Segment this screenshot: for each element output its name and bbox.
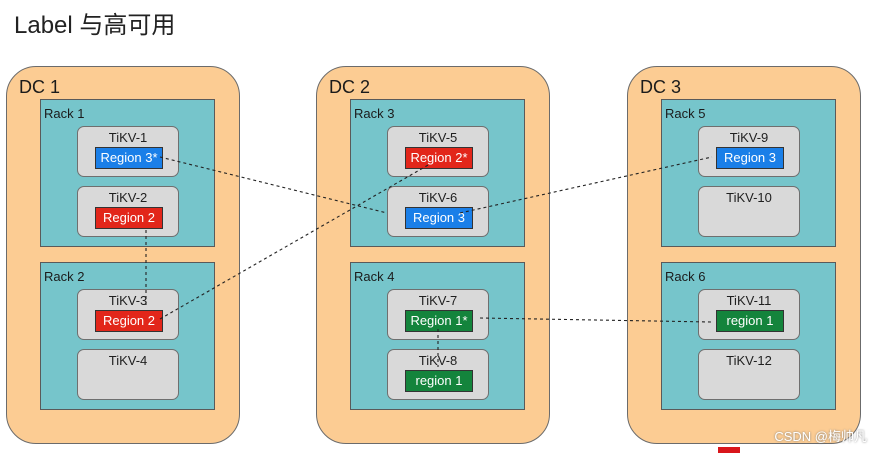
region-box: Region 1* [405, 310, 473, 332]
tikv-5: TiKV-5 Region 2* [387, 126, 489, 177]
region-box: Region 3* [95, 147, 163, 169]
tikv-3: TiKV-3 Region 2 [77, 289, 179, 340]
tikv-label: TiKV-12 [726, 353, 772, 368]
page-title: Label 与高可用 [14, 12, 176, 39]
region-box: Region 2* [405, 147, 473, 169]
rack-label: Rack 3 [354, 106, 395, 121]
tikv-label: TiKV-3 [108, 293, 148, 308]
rack-2: Rack 2 TiKV-3 Region 2 TiKV-4 [40, 262, 215, 410]
tikv-label: TiKV-9 [729, 130, 769, 145]
dc-3: DC 3 Rack 5 TiKV-9 Region 3 TiKV-10 Rack… [627, 66, 861, 444]
dc-label: DC 2 [329, 77, 371, 97]
region-box: Region 3 [405, 207, 473, 229]
tikv-10: TiKV-10 [698, 186, 800, 237]
rack-3: Rack 3 TiKV-5 Region 2* TiKV-6 Region 3 [350, 99, 525, 247]
corner-mark [718, 447, 740, 453]
rack-6: Rack 6 TiKV-11 region 1 TiKV-12 [661, 262, 836, 410]
tikv-8: TiKV-8 region 1 [387, 349, 489, 400]
tikv-label: TiKV-1 [108, 130, 148, 145]
rack-label: Rack 2 [44, 269, 85, 284]
rack-label: Rack 6 [665, 269, 706, 284]
tikv-9: TiKV-9 Region 3 [698, 126, 800, 177]
rack-1: Rack 1 TiKV-1 Region 3* TiKV-2 Region 2 [40, 99, 215, 247]
dc-2: DC 2 Rack 3 TiKV-5 Region 2* TiKV-6 Regi… [316, 66, 550, 444]
rack-5: Rack 5 TiKV-9 Region 3 TiKV-10 [661, 99, 836, 247]
tikv-label: TiKV-11 [726, 293, 772, 308]
tikv-label: TiKV-8 [418, 353, 458, 368]
tikv-4: TiKV-4 [77, 349, 179, 400]
rack-label: Rack 4 [354, 269, 395, 284]
tikv-label: TiKV-6 [418, 190, 458, 205]
tikv-label: TiKV-4 [108, 353, 148, 368]
dc-label: DC 3 [640, 77, 682, 97]
region-box: Region 2 [95, 207, 163, 229]
tikv-12: TiKV-12 [698, 349, 800, 400]
rack-label: Rack 1 [44, 106, 85, 121]
region-box: Region 3 [716, 147, 784, 169]
rack-4: Rack 4 TiKV-7 Region 1* TiKV-8 region 1 [350, 262, 525, 410]
dc-label: DC 1 [19, 77, 61, 97]
region-box: region 1 [716, 310, 784, 332]
tikv-label: TiKV-7 [418, 293, 458, 308]
dc-1: DC 1 Rack 1 TiKV-1 Region 3* TiKV-2 Regi… [6, 66, 240, 444]
tikv-1: TiKV-1 Region 3* [77, 126, 179, 177]
watermark: CSDN @梅帅凡 [774, 429, 867, 444]
tikv-label: TiKV-10 [726, 190, 772, 205]
rack-label: Rack 5 [665, 106, 706, 121]
tikv-label: TiKV-2 [108, 190, 148, 205]
region-box: region 1 [405, 370, 473, 392]
tikv-label: TiKV-5 [418, 130, 458, 145]
tikv-11: TiKV-11 region 1 [698, 289, 800, 340]
tikv-6: TiKV-6 Region 3 [387, 186, 489, 237]
tikv-7: TiKV-7 Region 1* [387, 289, 489, 340]
tikv-2: TiKV-2 Region 2 [77, 186, 179, 237]
region-box: Region 2 [95, 310, 163, 332]
